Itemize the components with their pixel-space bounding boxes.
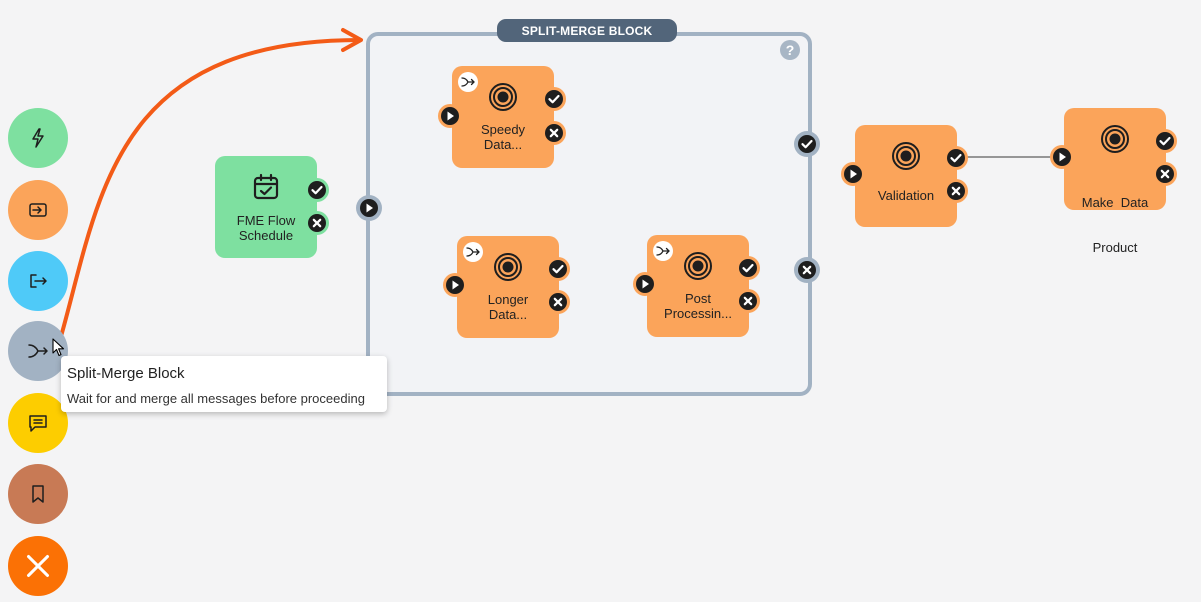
mouse-cursor-icon [52, 338, 65, 357]
split-merge-block-title[interactable]: SPLIT-MERGE BLOCK [497, 19, 677, 42]
node-label: Make Data Product [1068, 165, 1162, 285]
close-icon [27, 555, 49, 577]
target-icon [489, 83, 517, 111]
exit-icon [30, 274, 47, 288]
calendar-check-icon [253, 173, 279, 200]
input-port[interactable] [438, 104, 462, 128]
enter-icon [29, 203, 47, 217]
node-label: Post Processin... [651, 291, 745, 321]
failure-port[interactable] [542, 121, 566, 145]
drag-arrow-head [341, 28, 363, 52]
node-post-processing[interactable]: Post Processin... [647, 235, 749, 337]
node-label-line: Processin... [664, 306, 732, 321]
success-port[interactable] [736, 256, 760, 280]
input-port[interactable] [443, 273, 467, 297]
node-label: Speedy Data... [456, 122, 550, 152]
toolbar-close-button[interactable] [8, 536, 68, 596]
node-label-line: Make Data [1081, 195, 1149, 210]
toolbar-comment-button[interactable] [8, 393, 68, 453]
node-label-line: Data... [483, 137, 523, 152]
toolbar-input-button[interactable] [8, 180, 68, 240]
node-fme-flow-schedule[interactable]: FME Flow Schedule [215, 156, 317, 258]
node-label: FME Flow Schedule [219, 213, 313, 243]
node-label-line: Schedule [238, 228, 294, 243]
node-label-line: Data... [488, 307, 528, 322]
node-label-line: Speedy [480, 122, 526, 137]
input-port[interactable] [633, 272, 657, 296]
split-merge-badge-icon [463, 242, 483, 262]
target-icon [892, 142, 920, 170]
node-label-line: FME Flow [236, 213, 296, 228]
node-label-line: Validation [877, 188, 935, 203]
tooltip-description: Wait for and merge all messages before p… [67, 391, 365, 406]
node-validation[interactable]: Validation [855, 125, 957, 227]
drag-arrow [58, 38, 362, 342]
block-failure-port[interactable] [794, 257, 820, 283]
input-port[interactable] [841, 162, 865, 186]
node-label: Longer Data... [461, 292, 555, 322]
success-port[interactable] [305, 178, 329, 202]
help-icon[interactable]: ? [780, 40, 800, 60]
input-port[interactable] [1050, 145, 1074, 169]
split-merge-block[interactable] [366, 32, 812, 396]
toolbar-output-button[interactable] [8, 251, 68, 311]
tooltip-title: Split-Merge Block [67, 365, 185, 382]
success-port[interactable] [546, 257, 570, 281]
node-speedy-data[interactable]: Speedy Data... [452, 66, 554, 168]
tooltip: Split-Merge Block Wait for and merge all… [61, 356, 387, 412]
node-label-line: Post [684, 291, 711, 306]
node-longer-data[interactable]: Longer Data... [457, 236, 559, 338]
target-icon [1101, 125, 1129, 153]
failure-port[interactable] [1153, 162, 1177, 186]
block-input-port[interactable] [356, 195, 382, 221]
toolbar-trigger-button[interactable] [8, 108, 68, 168]
block-success-port[interactable] [794, 131, 820, 157]
target-icon [684, 252, 712, 280]
failure-port[interactable] [546, 290, 570, 314]
node-label-line: Product [1092, 240, 1138, 255]
lightning-icon [32, 128, 44, 148]
split-merge-badge-icon [653, 241, 673, 261]
bookmark-icon [32, 485, 44, 503]
failure-port[interactable] [305, 211, 329, 235]
success-port[interactable] [542, 87, 566, 111]
split-merge-badge-icon [458, 72, 478, 92]
target-icon [494, 253, 522, 281]
comment-icon [29, 415, 47, 432]
split-merge-icon [28, 344, 48, 358]
node-label-line: Longer [487, 292, 529, 307]
node-make-data-product[interactable]: Make Data Product [1064, 108, 1166, 255]
failure-port[interactable] [736, 289, 760, 313]
success-port[interactable] [944, 146, 968, 170]
node-label: Validation [859, 188, 953, 203]
success-port[interactable] [1153, 129, 1177, 153]
failure-port[interactable] [944, 179, 968, 203]
toolbar-bookmark-button[interactable] [8, 464, 68, 524]
